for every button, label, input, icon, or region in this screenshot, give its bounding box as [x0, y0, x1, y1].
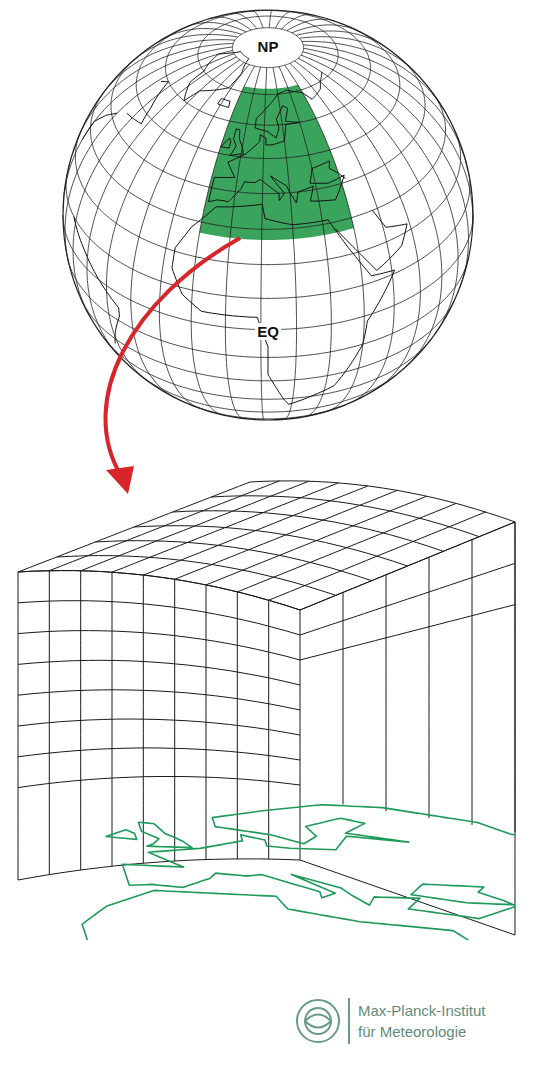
globe — [63, 10, 473, 420]
globe-outline — [63, 10, 473, 420]
graticule — [63, 10, 473, 420]
arrow-head — [106, 466, 134, 494]
equator-label: EQ — [255, 323, 281, 340]
institute-name: für Meteorologie — [358, 1023, 466, 1041]
model-grid-box — [18, 481, 515, 935]
institute-logo — [297, 998, 349, 1044]
floor-map — [82, 805, 537, 1068]
institute-name: Max-Planck-Institut — [358, 1002, 486, 1020]
pole-label: NP — [256, 38, 281, 55]
globe-disc — [63, 10, 473, 420]
europe-outline — [82, 805, 537, 1068]
transfer-arrow — [105, 238, 240, 474]
grid-lines — [18, 481, 515, 935]
model-region — [200, 85, 354, 240]
